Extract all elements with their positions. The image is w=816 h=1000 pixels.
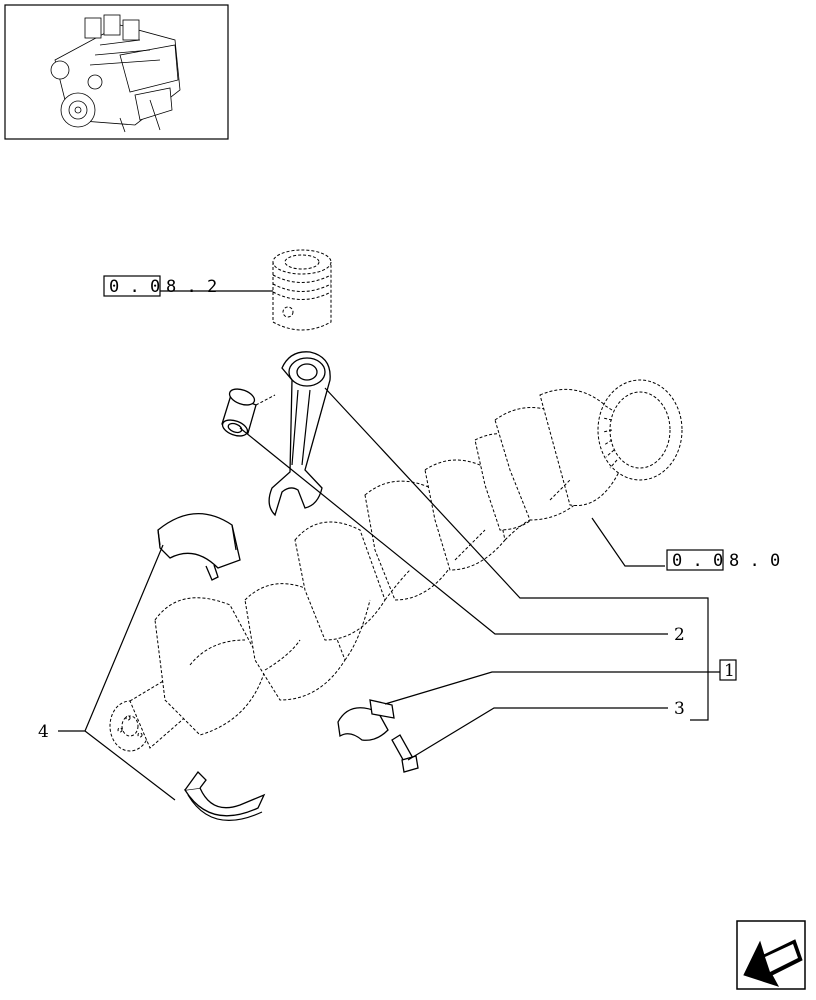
item-4-label[interactable]: 4 — [38, 722, 49, 742]
callout-item-1[interactable]: 1 — [719, 659, 737, 681]
ref-boxed-text: 0 . 0 — [109, 277, 160, 297]
item-3-label[interactable]: 3 — [674, 699, 685, 719]
item-2-label[interactable]: 2 — [674, 625, 685, 645]
connecting-rod-cap — [337, 699, 395, 741]
main-bearing-upper — [157, 513, 241, 581]
ref-rest-text: 8 . 2 — [166, 277, 217, 297]
item-1-label: 1 — [724, 661, 735, 681]
main-bearing-lower — [183, 771, 266, 821]
ref-rest-text: 8 . 0 — [729, 551, 780, 571]
connecting-rod — [268, 351, 331, 517]
callout-crankshaft-ref[interactable]: 0 . 0 8 . 0 — [666, 549, 780, 571]
engine-thumbnail[interactable] — [4, 4, 229, 140]
ref-boxed-text: 0 . 0 — [672, 551, 723, 571]
leader-lines — [58, 290, 720, 801]
crankshaft — [109, 379, 683, 752]
piston — [272, 249, 332, 331]
small-end-bush — [221, 388, 276, 437]
callout-piston-ref[interactable]: 0 . 0 8 . 2 — [103, 275, 217, 297]
connecting-rod-bolt — [391, 734, 419, 773]
back-arrow-icon[interactable] — [736, 920, 806, 990]
